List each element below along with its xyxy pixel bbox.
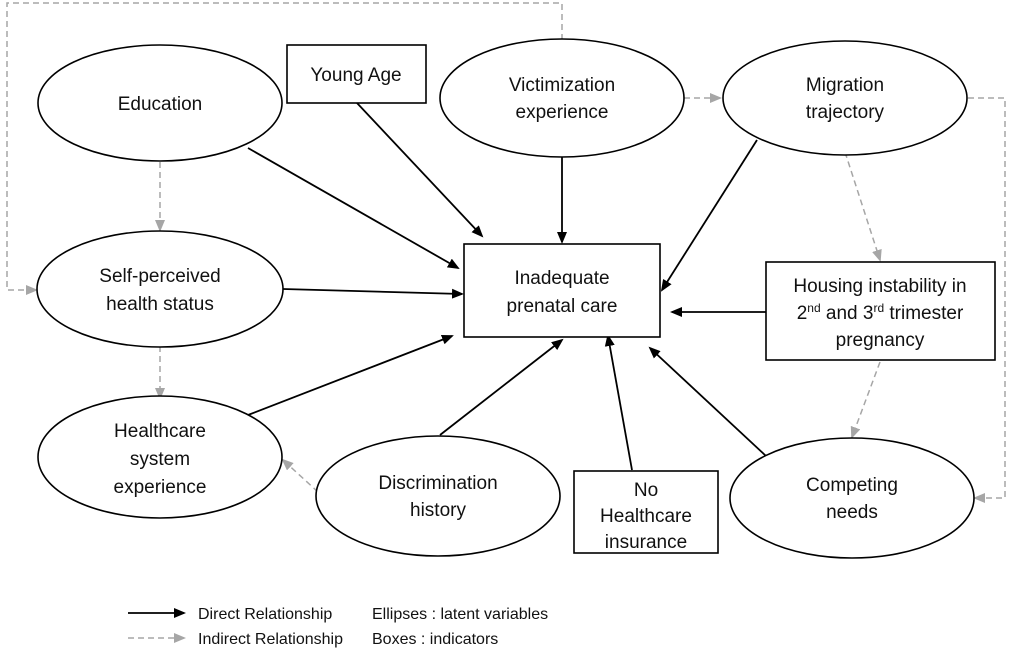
edge-migration-to-care <box>660 139 758 292</box>
healthcare-label-line2: system <box>130 449 190 470</box>
direct-edges <box>247 102 767 471</box>
victimization-label-line2: experience <box>516 102 609 123</box>
healthcare-label-line3: experience <box>114 477 207 498</box>
node-victimization: Victimization experience <box>439 38 685 158</box>
edge-young-age-to-care <box>356 102 484 238</box>
no-insurance-label-line3: insurance <box>605 532 687 553</box>
edge-healthcare-to-care <box>247 334 454 416</box>
node-education: Education <box>37 44 283 162</box>
no-insurance-label-line2: Healthcare <box>600 506 692 527</box>
discrimination-label-line2: history <box>410 500 466 521</box>
legend-indirect-label: Indirect Relationship <box>198 631 343 648</box>
housing-label-line1: Housing instability in <box>793 276 966 297</box>
edge-competing-needs-to-care <box>648 346 767 457</box>
node-discrimination: Discrimination history <box>315 435 561 557</box>
node-self-perceived: Self-perceived health status <box>36 230 284 348</box>
self-perceived-label-line2: health status <box>106 294 214 315</box>
housing-label-line3: pregnancy <box>836 330 925 351</box>
edge-migration-to-housing <box>844 151 882 262</box>
migration-label-line1: Migration <box>806 75 884 96</box>
edge-discrimination-to-healthcare <box>281 458 319 493</box>
edge-self-perceived-to-care <box>282 288 464 299</box>
node-healthcare-experience: Healthcare system experience <box>37 395 283 519</box>
edge-migration-to-competing-needs <box>968 97 1006 503</box>
indirect-edges <box>6 2 1006 503</box>
education-label: Education <box>118 94 203 115</box>
care-label-line1: Inadequate <box>514 268 609 289</box>
healthcare-label-line1: Healthcare <box>114 421 206 442</box>
edge-housing-to-competing-needs <box>850 361 881 439</box>
node-inadequate-care: Inadequate prenatal care <box>463 243 661 338</box>
node-housing: Housing instability in 2nd and 3rd trime… <box>765 261 996 361</box>
competing-needs-label-line2: needs <box>826 502 878 523</box>
edge-education-to-care <box>247 147 460 269</box>
young-age-label: Young Age <box>310 65 401 86</box>
edge-discrimination-to-care <box>439 338 564 436</box>
competing-needs-label-line1: Competing <box>806 475 898 496</box>
node-migration: Migration trajectory <box>722 40 968 156</box>
migration-label-line2: trajectory <box>806 102 885 123</box>
discrimination-label-line1: Discrimination <box>378 473 497 494</box>
node-competing-needs: Competing needs <box>729 437 975 559</box>
node-no-insurance: No Healthcare insurance <box>573 470 719 554</box>
housing-label-line2: 2nd and 3rd trimester <box>797 301 964 324</box>
self-perceived-label-line1: Self-perceived <box>99 266 220 287</box>
node-young-age: Young Age <box>286 44 427 104</box>
legend-ellipses-label: Ellipses : latent variables <box>372 606 548 623</box>
legend-boxes-label: Boxes : indicators <box>372 631 498 648</box>
legend: Direct Relationship Ellipses : latent va… <box>128 606 548 648</box>
no-insurance-label-line1: No <box>634 480 658 501</box>
edge-victimization-to-self-perceived <box>6 2 563 295</box>
care-label-line2: prenatal care <box>507 296 618 317</box>
legend-direct-label: Direct Relationship <box>198 606 332 623</box>
edge-no-insurance-to-care <box>604 334 633 471</box>
victimization-label-line1: Victimization <box>509 75 615 96</box>
